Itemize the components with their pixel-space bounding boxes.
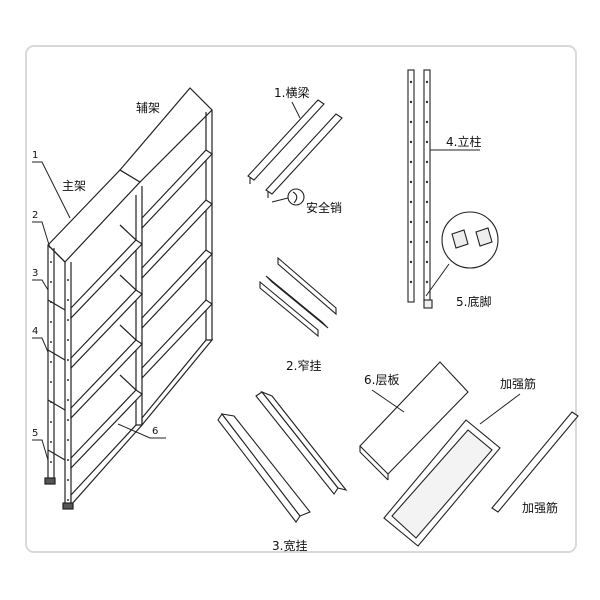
beam-leader <box>291 101 301 119</box>
label-shelf-panel: 6.层板 <box>364 373 399 387</box>
stiffener-bar-part <box>491 411 579 513</box>
foot-front-left <box>44 477 56 485</box>
wide-hook-part <box>217 390 348 523</box>
callout-4: 4 <box>32 326 38 337</box>
label-beam: 1.横梁 <box>274 85 309 100</box>
callout-1: 1 <box>32 150 38 161</box>
label-foot: 5.底脚 <box>456 294 491 309</box>
shelf-panel-part <box>359 361 469 481</box>
label-stiffener-bottom: 加强筋 <box>522 500 558 515</box>
label-upright: 4.立柱 <box>446 134 481 149</box>
aux-frame-shelves <box>141 149 213 380</box>
stiffener-top-leader <box>479 393 521 425</box>
label-narrow-hook: 2.窄挂 <box>286 358 321 373</box>
main-frame-shelves <box>70 239 143 470</box>
upright-part-holes <box>409 80 429 284</box>
callout-5: 5 <box>32 428 38 439</box>
narrow-hook-part <box>259 256 337 338</box>
safety-pin-icon <box>271 188 305 206</box>
shelving-unit <box>44 87 214 510</box>
stiffener-tray-part <box>383 419 501 547</box>
callout-lines <box>32 161 166 461</box>
foot-front-right <box>62 502 74 510</box>
upright-part <box>407 69 431 303</box>
foot-part <box>423 211 499 309</box>
upright-holes <box>50 261 69 501</box>
callout-2: 2 <box>32 210 38 221</box>
label-wide-hook: 3.宽挂 <box>272 538 307 553</box>
shelf-panel-leader <box>371 389 405 413</box>
callout-6: 6 <box>152 426 158 437</box>
beam-part <box>247 99 343 198</box>
label-safety-pin: 安全销 <box>306 200 342 215</box>
label-auxiliary-frame: 辅架 <box>136 101 160 115</box>
label-main-frame: 主架 <box>62 179 86 193</box>
callout-3: 3 <box>32 268 38 279</box>
label-stiffener-top: 加强筋 <box>500 376 536 391</box>
diagram-panel <box>25 45 577 553</box>
